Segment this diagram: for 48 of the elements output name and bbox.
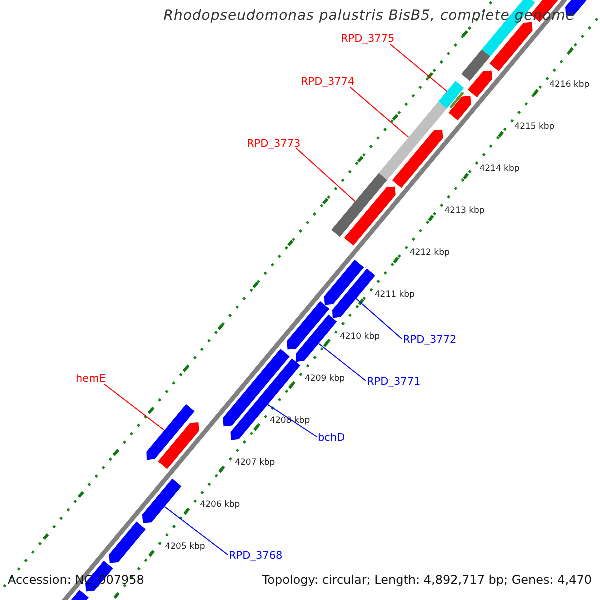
gene-feature (490, 22, 533, 72)
scale-label: 4209 kbp (305, 374, 346, 385)
scale-label: 4214 kbp (480, 165, 520, 176)
gene-feature (158, 422, 200, 470)
scale-label: 4208 kbp (270, 416, 310, 427)
gene-feature (109, 522, 146, 564)
leader-line (104, 384, 166, 432)
gene-feature (462, 50, 490, 82)
gene-label: RPD_3773 (247, 138, 301, 150)
scale-label: 4212 kbp (410, 249, 450, 259)
scale-label: 4216 kbp (550, 81, 590, 92)
scale-label: 4211 kbp (374, 291, 415, 301)
gene-feature (438, 81, 464, 109)
gene-feature (296, 314, 338, 362)
gene-feature (324, 260, 364, 306)
genome-info-text: Topology: circular; Length: 4,892,717 bp; Genes: 4,470 (262, 574, 592, 588)
leader-line (350, 86, 410, 138)
scale-label: 4213 kbp (444, 207, 485, 217)
gene-feature (142, 478, 182, 524)
gene-feature (450, 92, 464, 109)
gene-feature (448, 96, 472, 121)
gene-feature (223, 349, 290, 427)
scale-label: 4206 kbp (200, 500, 240, 511)
gene-label: RPD_3775 (341, 33, 395, 46)
gene-label: hemE (76, 373, 106, 386)
gene-feature (392, 130, 444, 188)
gene-feature (287, 301, 330, 350)
gene-label: RPD_3774 (301, 76, 355, 88)
leader-line (390, 44, 448, 92)
gene-label: RPD_3772 (403, 334, 457, 346)
leader-line (356, 298, 402, 340)
gene-feature (468, 70, 492, 98)
gene-label: RPD_3771 (367, 376, 421, 388)
leader-line (268, 404, 318, 438)
gene-feature (344, 186, 396, 246)
gene-feature (332, 173, 388, 238)
gene-label: RPD_3768 (229, 550, 283, 562)
gene-label: bchD (318, 432, 346, 444)
scale-label: 4207 kbp (235, 458, 276, 469)
scale-label: 4210 kbp (340, 333, 380, 343)
gene-feature (379, 102, 447, 180)
leader-line (318, 343, 366, 382)
scale-label: 4205 kbp (165, 542, 206, 552)
gene-feature (146, 404, 195, 460)
leader-line (296, 148, 356, 202)
leader-line (164, 506, 228, 556)
gene-feature (332, 268, 376, 318)
scale-label: 4215 kbp (514, 123, 555, 134)
